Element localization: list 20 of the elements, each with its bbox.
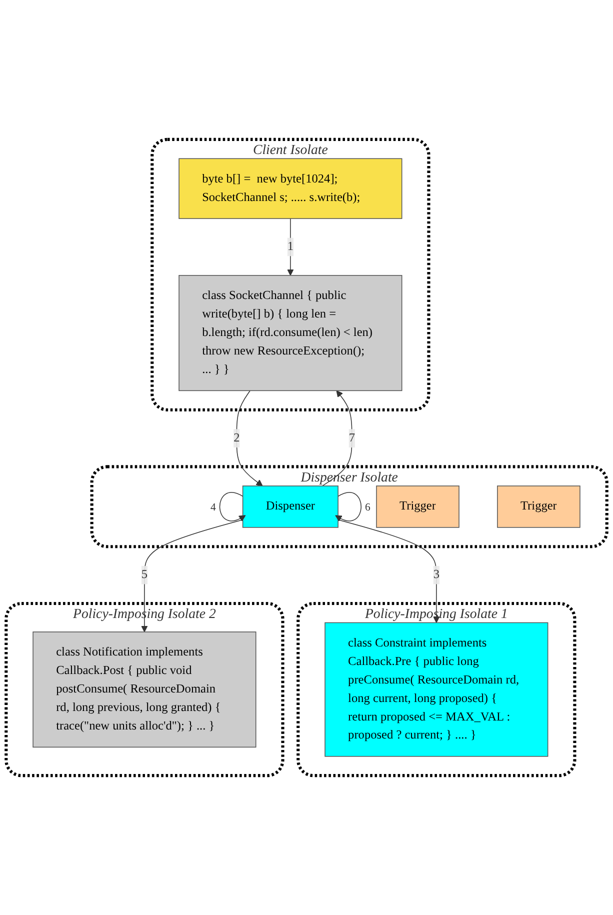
- self-loop-arrow: [334, 492, 362, 522]
- node-box: Trigger: [376, 486, 460, 528]
- edge-label: 5: [141, 568, 148, 582]
- edge-label: 2: [234, 431, 240, 444]
- edge-label: 7: [348, 431, 355, 444]
- node-box: Trigger: [497, 486, 580, 528]
- arrow: [236, 390, 263, 486]
- arrow: [338, 519, 440, 623]
- node-box: byte b[] = new byte[1024]; SocketChannel s; ..... s.write(b);: [178, 158, 402, 219]
- arrow: [141, 519, 244, 632]
- edge-label: 6: [364, 502, 370, 514]
- node-box: class Constraint implements Callback.Pre { public long preConsume( ResourceDomain rd, long current, long proposed) { return proposed <= MAX_VAL : proposed ? current; } .... }: [324, 622, 548, 757]
- node-box: class Notification implements Callback.Post { public void postConsume( ResourceDomain rd, long previous, long granted) { trace("new units alloc'd"); } ... }: [32, 632, 256, 748]
- edge-label: 4: [210, 502, 216, 514]
- edge-label: 3: [433, 568, 440, 582]
- node-box: class SocketChannel { public write(byte[] b) { long len = b.length; if(rd.consume(len) < len) throw new ResourceException(); ... } }: [178, 275, 402, 392]
- arrow: [287, 218, 294, 276]
- edge-label: 1: [287, 240, 294, 254]
- self-loop-arrow: [219, 492, 246, 522]
- node-box: Dispenser: [242, 486, 338, 528]
